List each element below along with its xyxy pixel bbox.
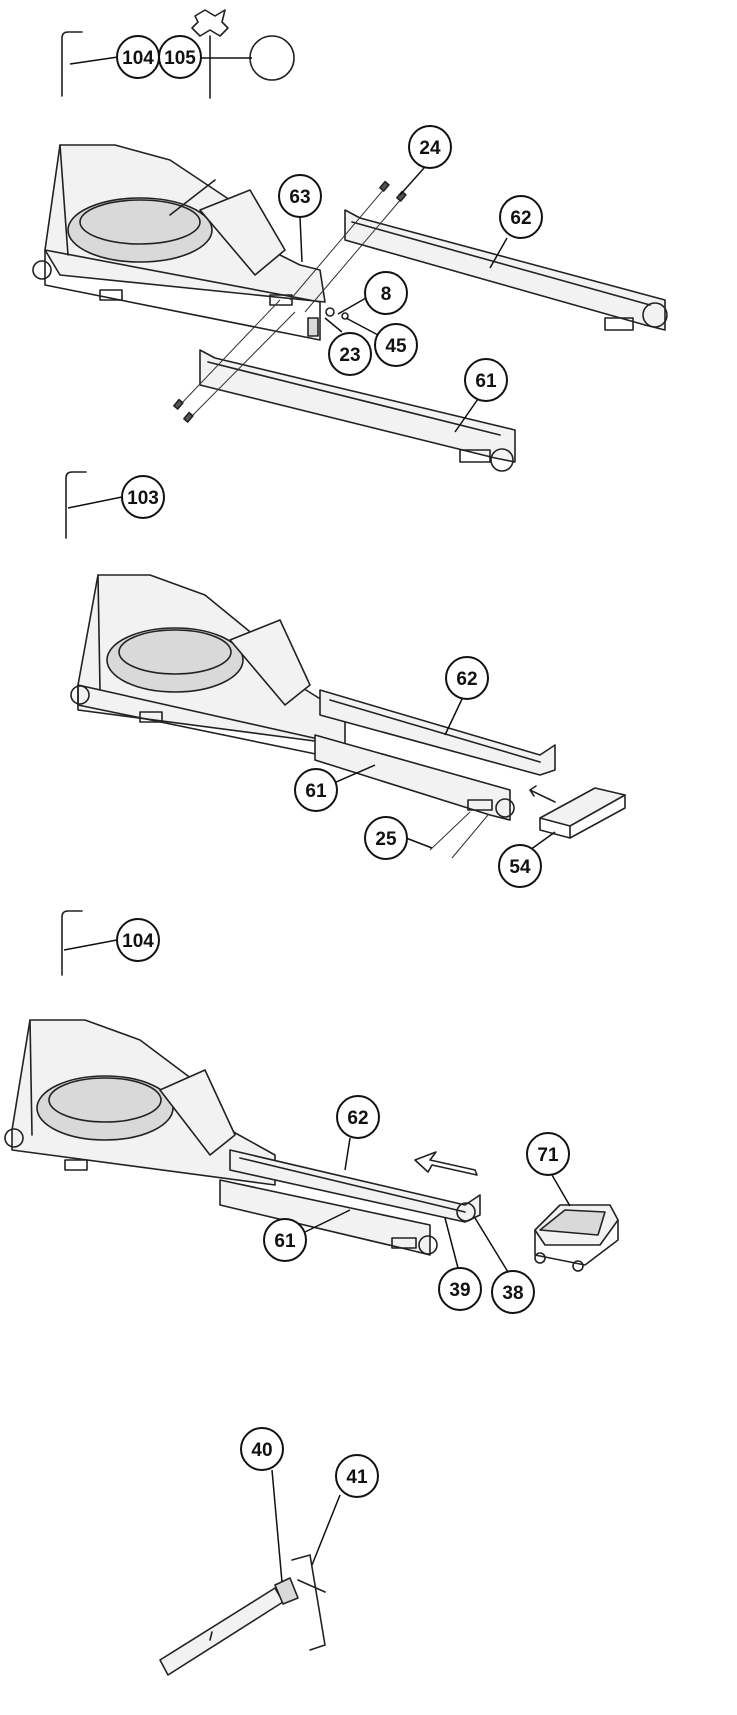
callout-61: 61 xyxy=(464,358,508,402)
callout-63-label: 63 xyxy=(289,187,310,208)
callout-8-label: 8 xyxy=(381,284,392,305)
rail-61 xyxy=(219,1179,431,1256)
hex-key-icon xyxy=(65,471,87,539)
callout-61-label: 61 xyxy=(305,781,327,802)
hex-key-icon xyxy=(61,910,83,976)
callout-38: 38 xyxy=(491,1270,535,1314)
section-4: 40 41 xyxy=(159,1427,379,1676)
callout-62: 62 xyxy=(499,195,543,239)
callout-104: 104 xyxy=(116,918,160,962)
pull-bar xyxy=(159,1587,284,1676)
rower-body xyxy=(4,1019,276,1186)
callout-105-label: 105 xyxy=(164,48,196,69)
bolts-24 xyxy=(173,180,407,423)
section-2: 103 62 xyxy=(65,471,626,888)
callout-71: 71 xyxy=(526,1132,570,1176)
callout-105: 105 xyxy=(158,35,202,79)
callout-45: 45 xyxy=(374,323,418,367)
callout-103: 103 xyxy=(121,475,165,519)
hex-key-icon xyxy=(61,31,83,97)
cross-wrench-icon xyxy=(191,9,229,99)
callout-104-label: 104 xyxy=(122,931,154,952)
washer-icon xyxy=(249,35,295,81)
rail-61 xyxy=(199,349,516,463)
arrow-icon xyxy=(414,1151,478,1176)
callout-62: 62 xyxy=(445,656,489,700)
rower-body xyxy=(32,144,326,341)
callout-24: 24 xyxy=(408,125,452,169)
callout-39: 39 xyxy=(438,1267,482,1311)
pad-54 xyxy=(539,787,626,827)
callout-71-label: 71 xyxy=(537,1145,559,1166)
callout-61-label: 61 xyxy=(475,371,497,392)
handle-41 xyxy=(291,1554,326,1651)
callout-24-label: 24 xyxy=(419,138,441,159)
callout-61-label: 61 xyxy=(274,1231,296,1252)
callout-62-label: 62 xyxy=(456,669,477,690)
callout-25: 25 xyxy=(364,816,408,860)
seat-71 xyxy=(534,1204,619,1272)
section-1: 104 105 24 63 62 8 23 xyxy=(32,9,668,472)
callout-104-label: 104 xyxy=(122,48,154,69)
arrow-icon xyxy=(529,785,556,803)
callout-61: 61 xyxy=(294,768,338,812)
callout-62: 62 xyxy=(336,1095,380,1139)
callout-40: 40 xyxy=(240,1427,284,1471)
callout-40-label: 40 xyxy=(251,1440,272,1461)
callout-62-label: 62 xyxy=(347,1108,368,1129)
callout-62-label: 62 xyxy=(510,208,531,229)
bracket-hardware xyxy=(307,307,349,337)
callout-39-label: 39 xyxy=(449,1280,470,1301)
callout-23: 23 xyxy=(328,332,372,376)
callout-41: 41 xyxy=(335,1454,379,1498)
callout-25-label: 25 xyxy=(375,829,397,850)
callout-54: 54 xyxy=(498,844,542,888)
callout-8: 8 xyxy=(364,271,408,315)
callout-23-label: 23 xyxy=(339,345,360,366)
callout-41-label: 41 xyxy=(346,1467,368,1488)
callout-63: 63 xyxy=(278,174,322,218)
callout-104: 104 xyxy=(116,35,160,79)
callout-61: 61 xyxy=(263,1218,307,1262)
callout-103-label: 103 xyxy=(127,488,159,509)
rower-body xyxy=(70,574,346,761)
callout-54-label: 54 xyxy=(509,857,531,878)
callout-45-label: 45 xyxy=(385,336,407,357)
rail-61 xyxy=(314,734,511,821)
callout-38-label: 38 xyxy=(502,1283,523,1304)
section-3: 104 62 xyxy=(4,910,619,1314)
